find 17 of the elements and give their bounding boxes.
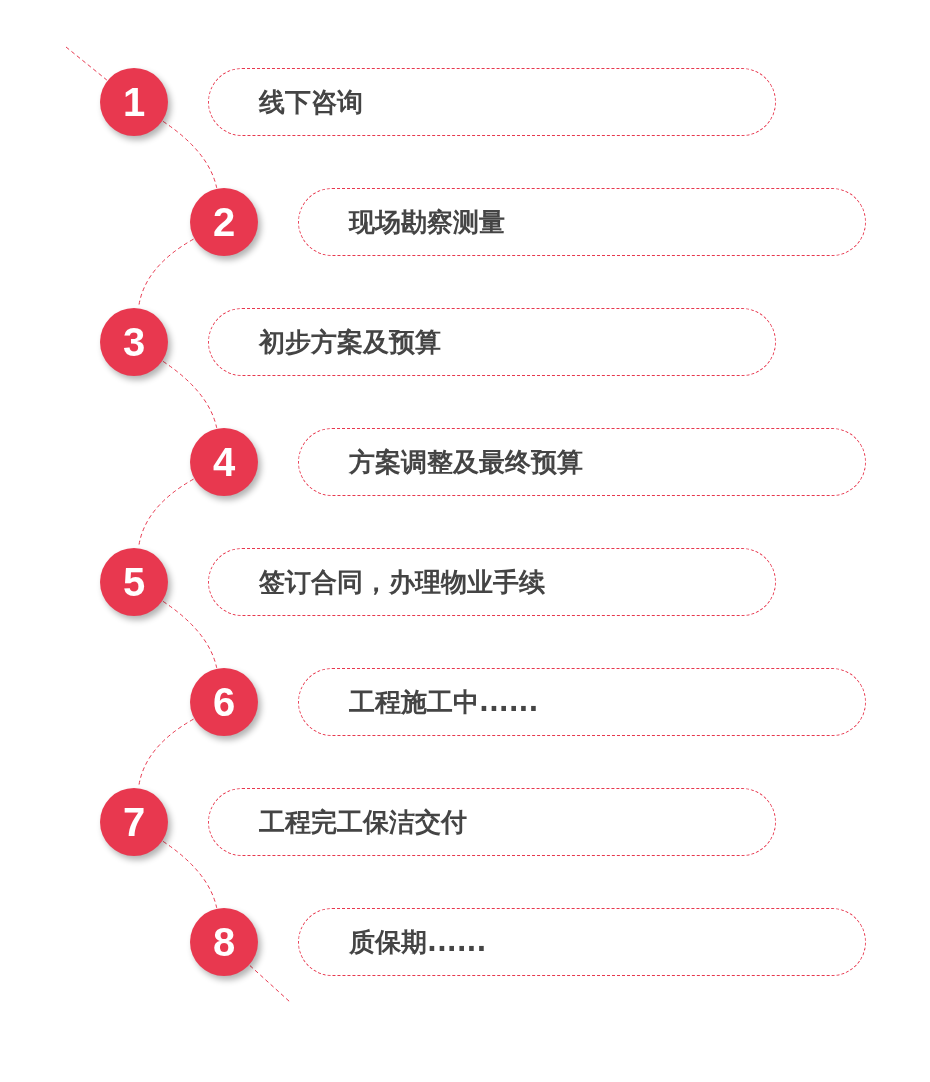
dashed-connector bbox=[65, 46, 108, 81]
dashed-connector bbox=[162, 600, 218, 669]
step-pill: 方案调整及最终预算 bbox=[298, 428, 866, 496]
dashed-connector bbox=[162, 120, 218, 189]
dashed-connector bbox=[162, 360, 218, 429]
step-pill: 质保期...... bbox=[298, 908, 866, 976]
step-pill: 现场勘察测量 bbox=[298, 188, 866, 256]
step-pill: 线下咨询 bbox=[208, 68, 776, 136]
step-pill: 工程施工中...... bbox=[298, 668, 866, 736]
step-pill: 工程完工保洁交付 bbox=[208, 788, 776, 856]
dashed-connector bbox=[138, 478, 194, 548]
step-pill: 签订合同，办理物业手续 bbox=[208, 548, 776, 616]
dashed-connector bbox=[138, 718, 194, 788]
step-pill: 初步方案及预算 bbox=[208, 308, 776, 376]
dashed-connector bbox=[249, 965, 291, 1003]
dashed-connector bbox=[162, 840, 218, 909]
dashed-connector bbox=[138, 238, 194, 308]
